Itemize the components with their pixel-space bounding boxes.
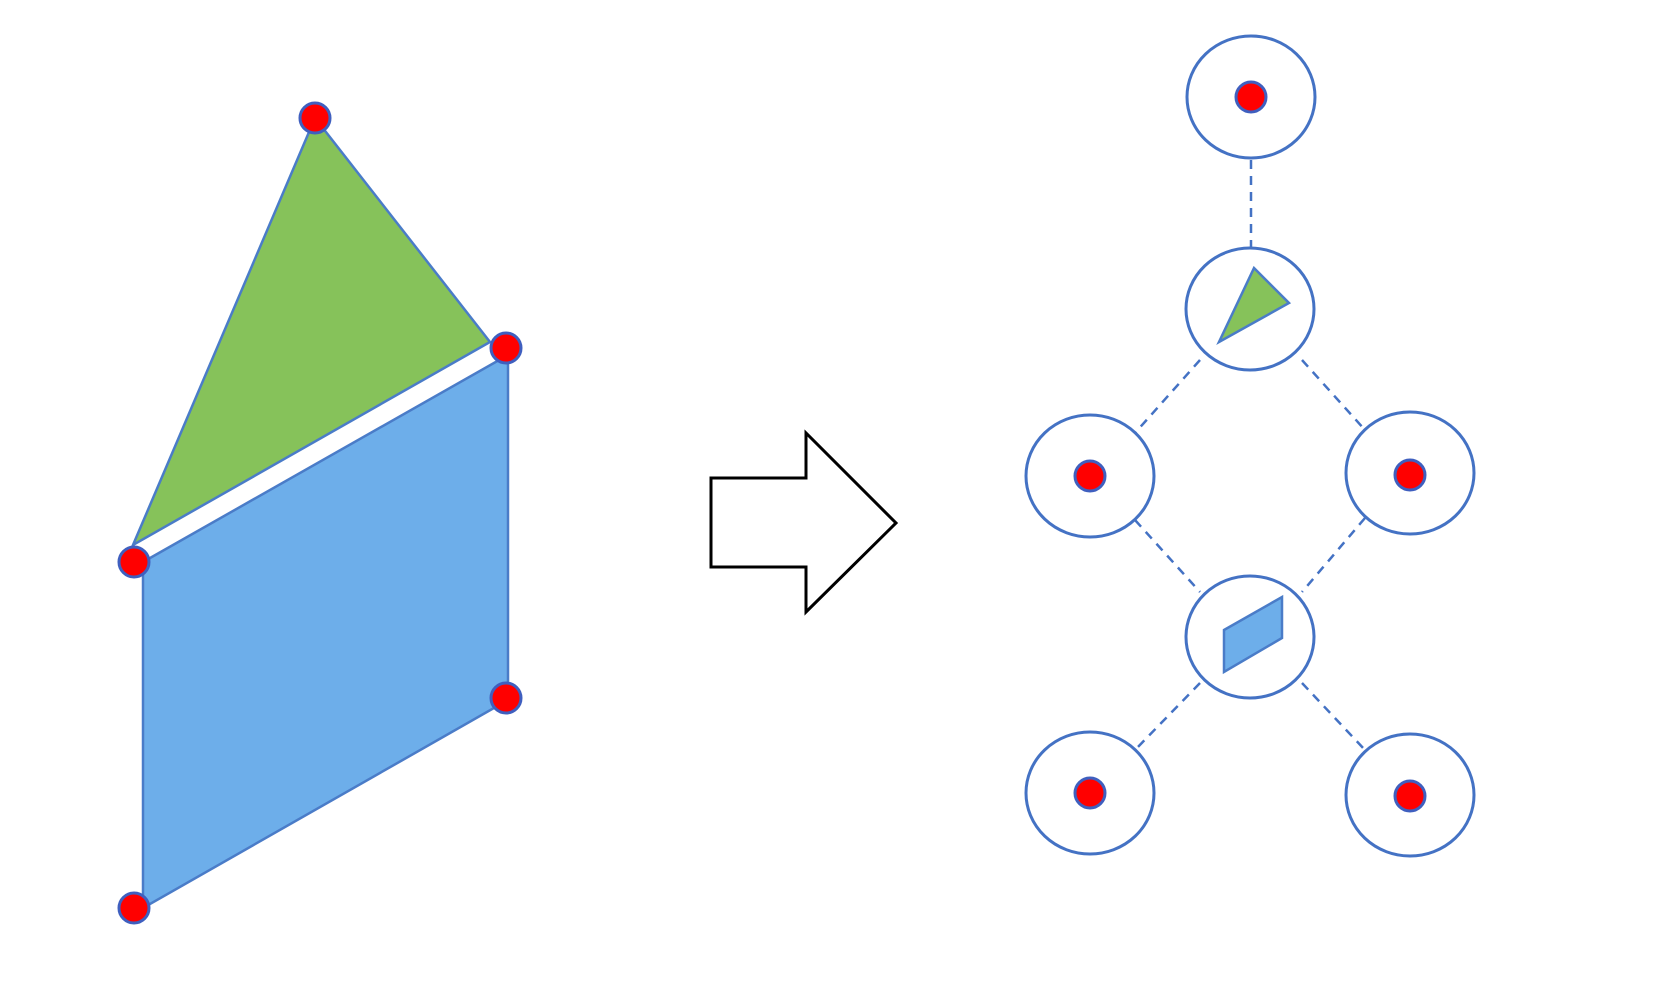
node-vertex-dot xyxy=(1234,80,1268,114)
mesh-triangle-face xyxy=(130,115,492,548)
mesh-vertex-middle-left xyxy=(117,545,151,579)
left-mesh xyxy=(117,101,523,925)
node-vertex-dot xyxy=(1073,776,1107,810)
mesh-vertex-bottom-left xyxy=(117,891,151,925)
graph-node-left-vertex xyxy=(1024,413,1156,539)
mesh-vertex-top xyxy=(298,101,332,135)
graph-edge-triangle-to-left xyxy=(1134,359,1201,434)
node-vertex-dot xyxy=(1393,779,1427,813)
graph-edges xyxy=(1134,160,1366,751)
mesh-vertex-lower-right xyxy=(489,681,523,715)
graph-node-right-vertex xyxy=(1344,410,1476,536)
node-vertex-dot xyxy=(1393,458,1427,492)
graph-node-parallelogram-face xyxy=(1184,574,1316,700)
graph xyxy=(1024,34,1476,858)
node-triangle-icon xyxy=(1216,265,1292,345)
graph-edge-left-to-parallelogram xyxy=(1134,519,1201,593)
node-parallelogram-icon xyxy=(1222,594,1284,675)
transform-arrow xyxy=(709,429,899,616)
node-vertex-dot xyxy=(1073,459,1107,493)
graph-node-triangle-face xyxy=(1184,246,1316,372)
mesh-vertex-upper-right xyxy=(489,331,523,365)
graph-node-bottom-left-vertex xyxy=(1024,730,1156,856)
graph-edge-right-to-parallelogram xyxy=(1301,517,1366,593)
graph-node-bottom-right-vertex xyxy=(1344,732,1476,858)
graph-node-top-vertex xyxy=(1185,34,1317,160)
